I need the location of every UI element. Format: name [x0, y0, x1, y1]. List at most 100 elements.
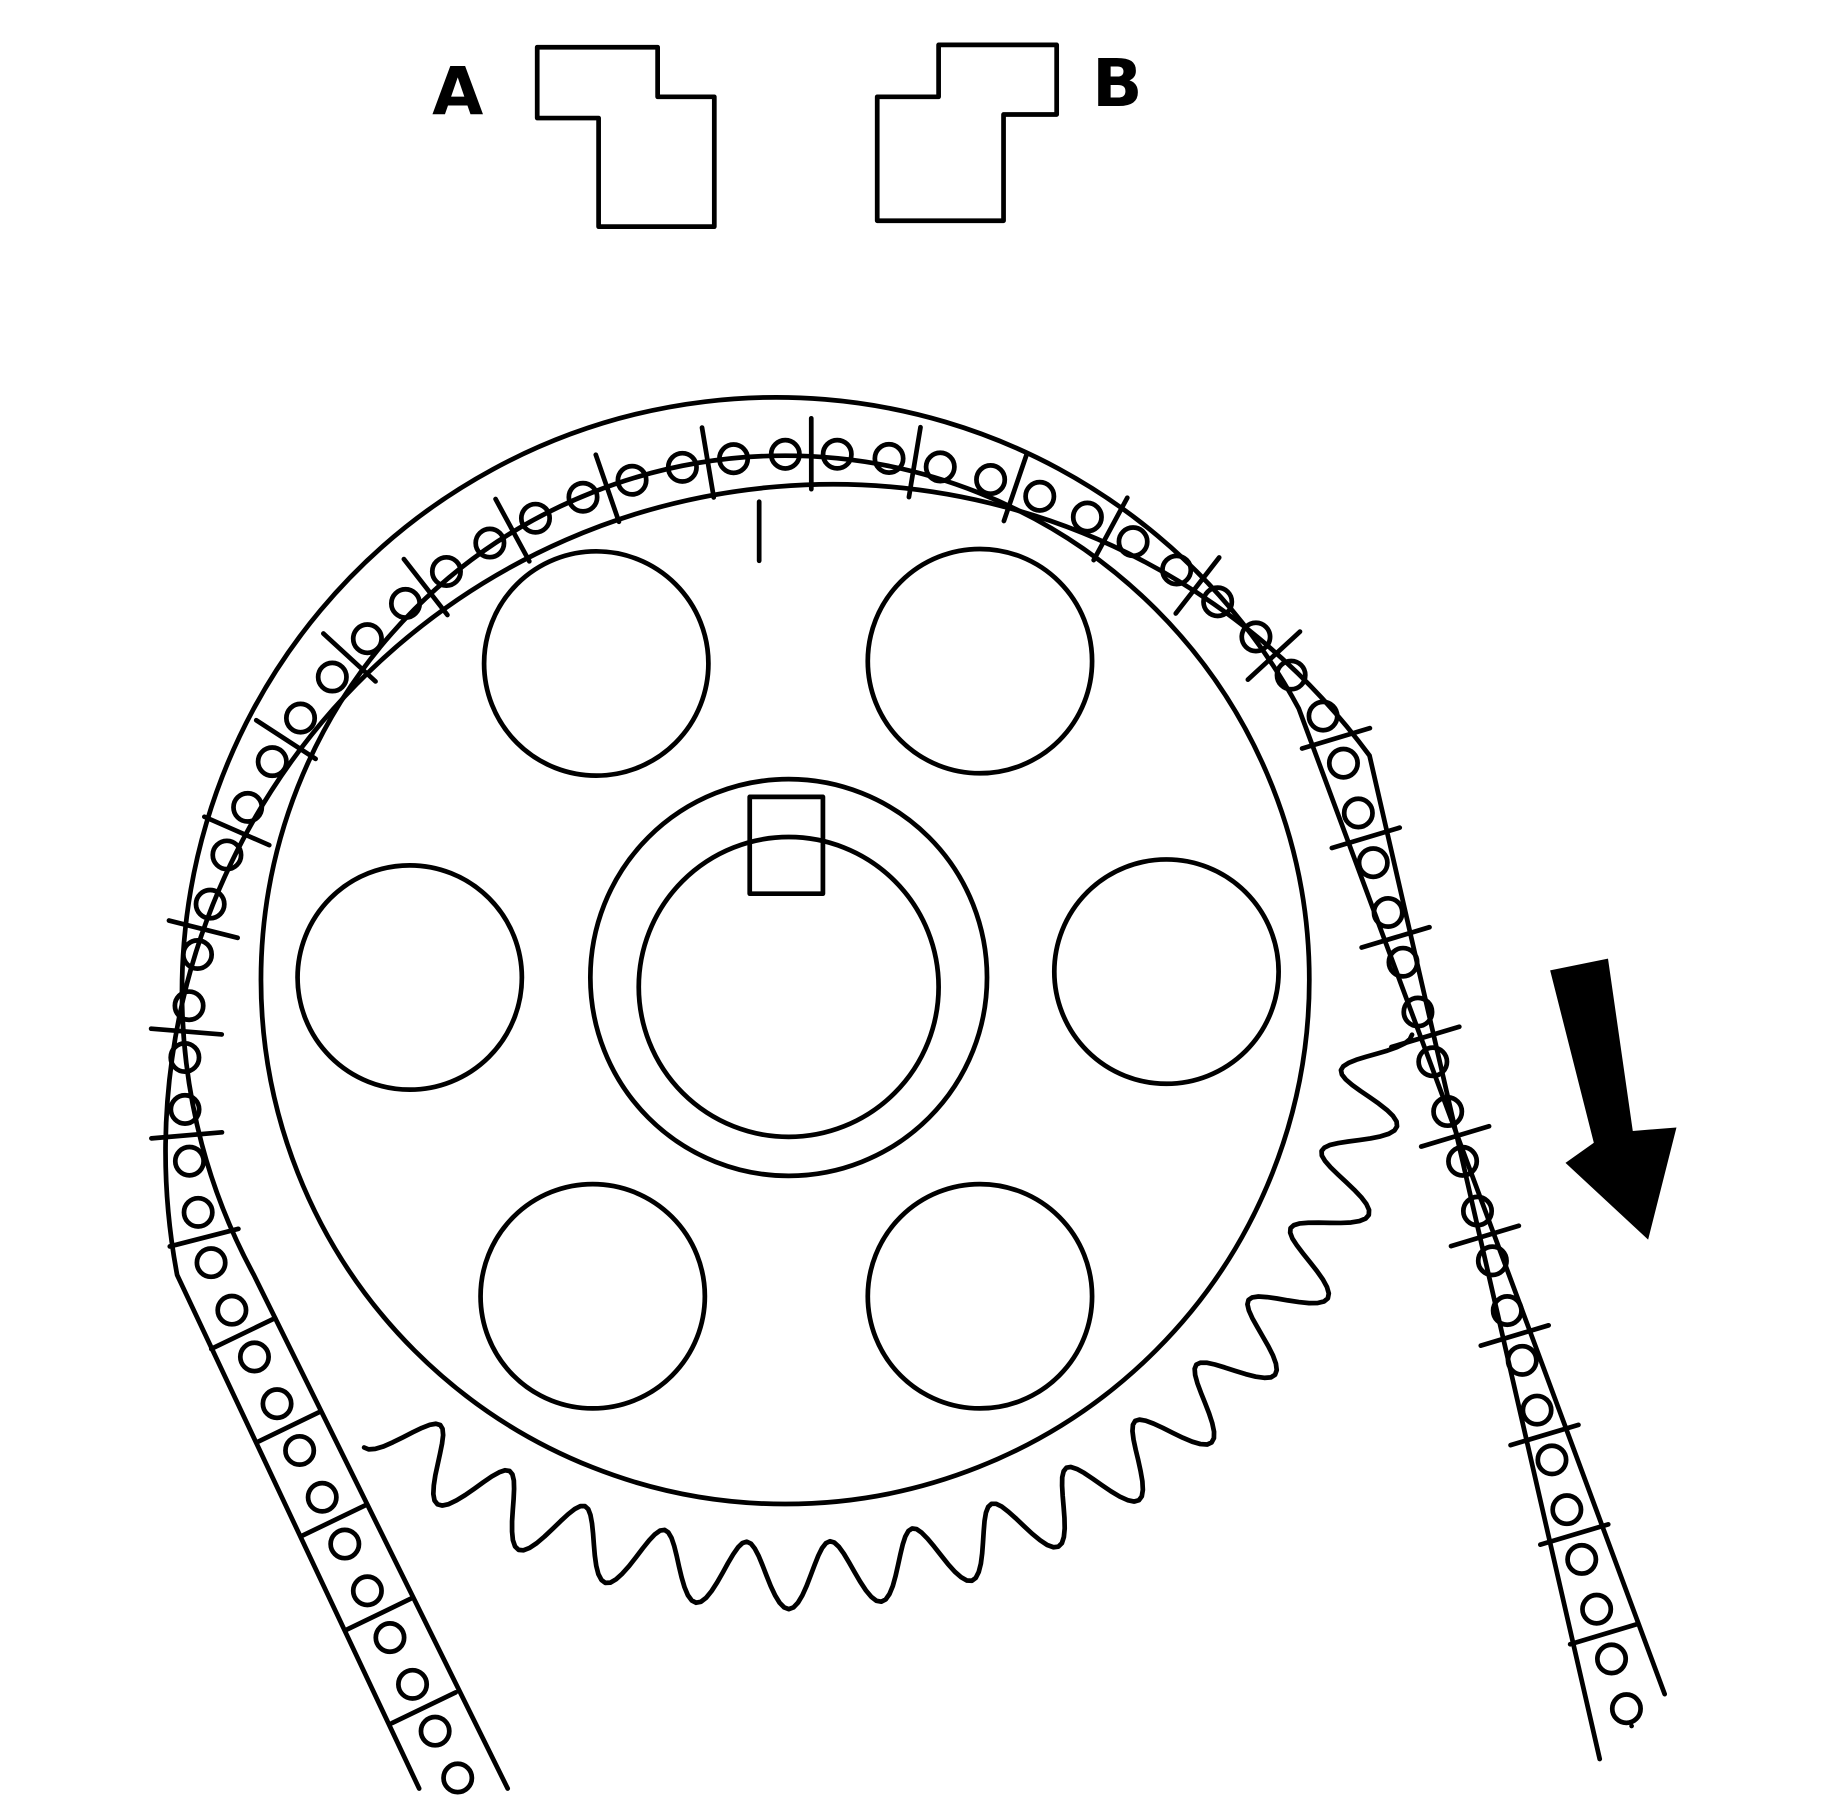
keyway: [747, 794, 826, 897]
chain-pin: [518, 501, 553, 535]
chain-pin: [260, 1387, 294, 1421]
chain-pin: [210, 838, 244, 872]
chain-pin: [1070, 500, 1104, 534]
chain-pin: [1274, 658, 1308, 692]
lightening-hole: [1051, 857, 1281, 1087]
chain-pin: [1505, 1343, 1539, 1377]
chain-link-divider: [401, 556, 450, 618]
lightening-hole: [478, 1181, 708, 1411]
chain-pin: [1475, 1244, 1509, 1278]
chain-pin: [1431, 1094, 1465, 1129]
key-b-label: B: [1092, 45, 1142, 122]
chain-link-divider: [1173, 555, 1222, 616]
chain-link-divider: [1538, 1522, 1611, 1548]
chain-pin: [1160, 553, 1194, 587]
chain-pin: [429, 554, 463, 589]
chain-pin: [1520, 1393, 1554, 1427]
chain-pin: [1116, 525, 1150, 559]
chain-pin: [566, 480, 600, 514]
chain-pin: [255, 745, 289, 779]
chain-pin: [168, 1092, 202, 1126]
chain-pin: [1490, 1294, 1524, 1328]
chain-pin: [1023, 479, 1057, 513]
chain-pin: [231, 790, 265, 824]
chain-pin: [172, 1144, 206, 1178]
chain-pin: [237, 1340, 271, 1374]
chain-link-divider: [149, 1129, 225, 1141]
chain-pin: [418, 1714, 452, 1748]
chain-link-divider: [201, 814, 272, 848]
chain-link-divider: [389, 1690, 459, 1726]
chain-link-divider: [593, 452, 622, 525]
chain-pin: [1401, 995, 1435, 1029]
chain-link-divider: [344, 1596, 413, 1632]
chain-pin: [1239, 620, 1273, 654]
chain-pin: [396, 1667, 430, 1701]
chain-pin: [1201, 585, 1235, 619]
chain-pin: [1386, 945, 1420, 979]
chain-link-divider: [1418, 1123, 1492, 1149]
chain-link-divider: [253, 717, 318, 762]
chain-pin: [1535, 1443, 1569, 1477]
chain-link-divider: [167, 1226, 241, 1249]
chain-link-divider: [320, 631, 378, 684]
chain-link-divider: [699, 425, 717, 500]
chain-link-divider: [299, 1502, 368, 1539]
chain-link-divider: [1245, 629, 1303, 683]
chain-link-divider: [1478, 1322, 1552, 1348]
timing-chain: [148, 395, 1668, 1795]
chain-pin: [1460, 1194, 1495, 1228]
chain-pin: [473, 526, 507, 560]
chain-pin: [665, 450, 699, 484]
chain-pin: [193, 887, 227, 921]
chain-pin: [1565, 1542, 1599, 1576]
chain-pin: [1550, 1493, 1584, 1527]
chain-pin: [215, 1293, 249, 1327]
chain-pin: [820, 437, 854, 471]
sprocket: [258, 453, 1415, 1612]
chain-pin: [1326, 746, 1360, 780]
lightening-hole: [295, 862, 525, 1093]
chain-pin: [1609, 1692, 1643, 1726]
chain-pin: [194, 1246, 228, 1280]
chain-pin: [1595, 1642, 1629, 1676]
chain-pin: [1371, 895, 1405, 929]
key-a-label: A: [432, 54, 483, 131]
chain-link-divider: [1448, 1223, 1522, 1249]
chain-inner-edge: [179, 395, 1668, 1791]
chain-pin: [872, 441, 906, 475]
chain-link-divider: [1567, 1621, 1641, 1647]
arrow-down-icon: [1550, 958, 1677, 1240]
chain-pin: [1580, 1592, 1614, 1626]
key-a-shape: [534, 44, 717, 230]
chain-pin: [168, 1040, 202, 1075]
chain-link-divider: [1508, 1422, 1581, 1448]
chain-link-divider: [1359, 924, 1432, 950]
chain-link-divider: [1329, 825, 1403, 851]
hub-bore: [636, 834, 941, 1140]
chain-pin: [1341, 796, 1375, 830]
chain-pin: [305, 1480, 339, 1514]
chain-link-divider: [1091, 495, 1130, 563]
chain-pin: [283, 1433, 317, 1467]
chain-pin: [350, 622, 384, 656]
chain-pin: [181, 1195, 215, 1229]
key-b-shape: [874, 42, 1060, 224]
chain-link-divider: [1001, 451, 1030, 524]
chain-pin: [768, 437, 802, 471]
chain-pin: [388, 586, 423, 620]
chain-link-divider: [1299, 725, 1373, 751]
lightening-hole: [865, 546, 1095, 776]
chain-pin: [373, 1621, 407, 1655]
chain-pin: [441, 1761, 475, 1795]
lightening-hole: [865, 1181, 1095, 1411]
chain-link-divider: [1389, 1024, 1462, 1050]
chain-pin: [717, 442, 751, 476]
chain-link-divider: [166, 918, 241, 941]
sprocket-face: [258, 453, 1312, 1507]
chain-link-divider: [906, 424, 923, 500]
chain-pin: [1416, 1045, 1450, 1079]
chain-pin: [974, 463, 1008, 497]
chain-pin: [1446, 1144, 1480, 1178]
